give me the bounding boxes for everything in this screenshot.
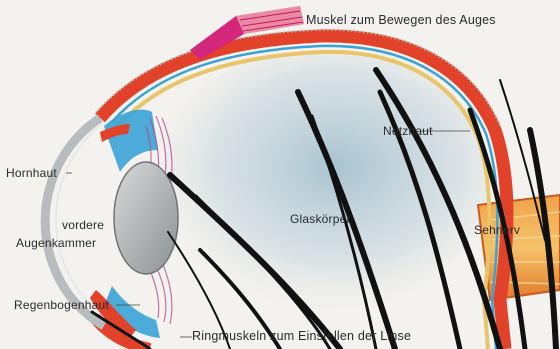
label-vitreous-body: Glaskörper: [290, 212, 351, 226]
label-optic-nerve: Sehnerv: [474, 223, 520, 237]
label-anterior-chamber-line1: vordere: [62, 218, 104, 232]
label-retina: Netzhaut: [383, 124, 433, 138]
label-cornea: Hornhaut: [6, 166, 57, 180]
label-iris: Regenbogenhaut: [14, 298, 109, 312]
label-ciliary-muscles: Ringmuskeln zum Einstellen der Linse: [192, 329, 411, 343]
lens: [114, 162, 178, 274]
label-eye-muscle: Muskel zum Bewegen des Auges: [306, 13, 496, 27]
label-anterior-chamber-line2: Augenkammer: [16, 236, 96, 250]
